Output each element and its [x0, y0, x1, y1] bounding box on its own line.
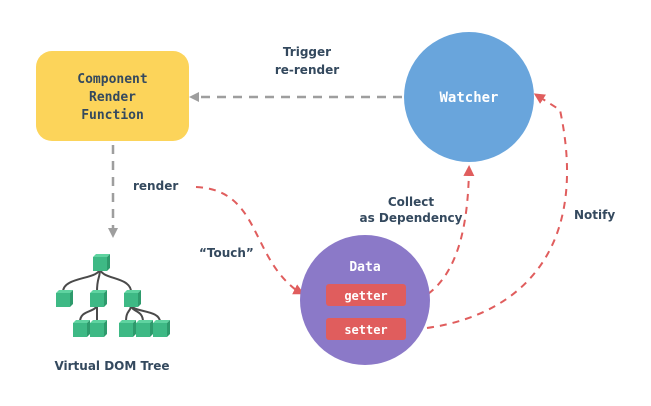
watcher-node: Watcher: [404, 32, 534, 162]
getter-box: [326, 284, 406, 306]
virtual-dom-tree: [56, 254, 170, 337]
vdom-node: [93, 254, 110, 271]
vdom-edge: [99, 267, 132, 293]
watcher-label: Watcher: [439, 90, 498, 106]
vdom-label: Virtual DOM Tree: [54, 359, 169, 373]
setter-box: [326, 318, 406, 340]
component-line-1: Component: [77, 72, 147, 87]
trigger-label-1: Trigger: [283, 45, 331, 59]
data-label: Data: [349, 260, 380, 275]
vdom-edge: [62, 267, 101, 293]
collect-dependency-arrow: [427, 165, 475, 295]
component-render-function-box: Component Render Function: [36, 51, 189, 141]
render-label: render: [133, 179, 178, 193]
vdom-node: [153, 320, 170, 337]
component-line-3: Function: [81, 108, 144, 123]
vdom-node: [124, 290, 141, 307]
touch-arrow: [195, 186, 305, 295]
notify-label: Notify: [574, 208, 615, 222]
touch-label: “Touch”: [199, 246, 254, 260]
collect-label-2: as Dependency: [360, 211, 463, 225]
data-node: Data getter setter: [300, 235, 430, 365]
vdom-node: [136, 320, 153, 337]
collect-label-1: Collect: [388, 195, 435, 209]
vdom-node: [119, 320, 136, 337]
getter-label: getter: [344, 289, 387, 303]
trigger-label-2: re-render: [275, 63, 339, 77]
vdom-node: [73, 320, 90, 337]
vdom-node: [56, 290, 73, 307]
vdom-node: [90, 290, 107, 307]
component-line-2: Render: [89, 90, 136, 105]
vdom-node: [90, 320, 107, 337]
setter-label: setter: [344, 323, 387, 337]
